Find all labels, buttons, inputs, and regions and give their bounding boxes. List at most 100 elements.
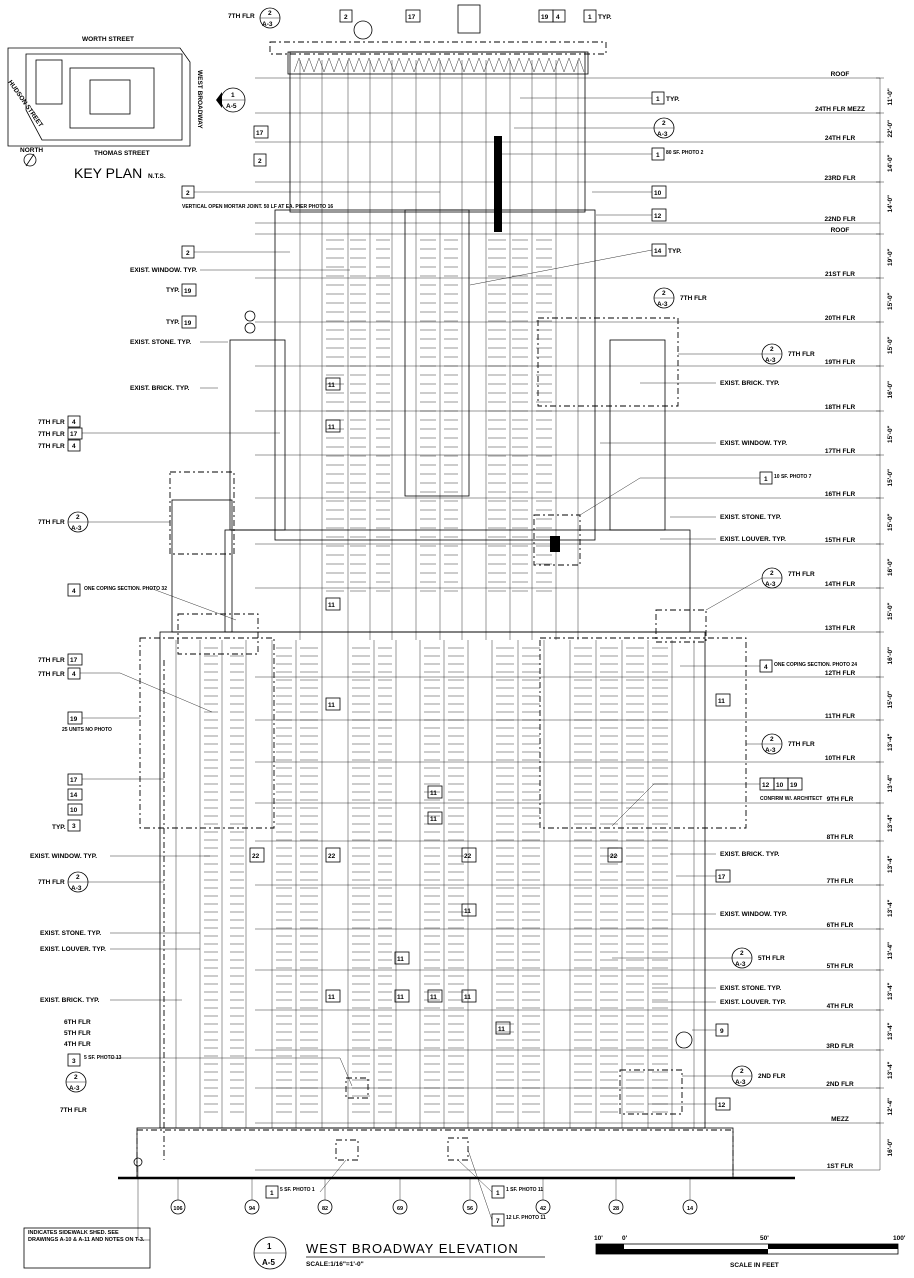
floor-dimension: 16'-0" (887, 647, 894, 665)
svg-text:17: 17 (70, 431, 78, 438)
floor-label: 22ND FLR (824, 216, 855, 223)
svg-text:11: 11 (328, 424, 335, 431)
svg-text:9: 9 (720, 1028, 724, 1035)
floor-label: 16TH FLR (825, 491, 856, 498)
floor-label: 21ST FLR (825, 271, 855, 278)
grid-bubble (170, 1199, 186, 1215)
top-tags: 7TH FLR 2 A-3 2 17 19 4 1 TYP. (228, 4, 612, 40)
top-tag-detail-sheet: A-3 (262, 21, 273, 28)
scale-label-100: 100' (893, 1235, 906, 1242)
svg-text:2: 2 (662, 120, 666, 127)
svg-text:1: 1 (496, 1190, 500, 1197)
floor-dimension: 19'-0" (887, 248, 894, 266)
title-block: 1 A-5 WEST BROADWAY ELEVATION SCALE:1/16… (253, 1236, 545, 1270)
left-6th-flr: 6TH FLR (64, 1019, 91, 1026)
svg-text:1: 1 (270, 1190, 274, 1197)
svg-text:10: 10 (776, 782, 784, 789)
svg-text:17: 17 (718, 874, 726, 881)
floor-label: 7TH FLR (827, 878, 854, 885)
floor-dimension: 13'-4" (887, 855, 894, 873)
svg-text:2: 2 (770, 346, 774, 353)
svg-text:11: 11 (328, 994, 335, 1001)
left-exist-window: EXIST. WINDOW. TYP. (130, 267, 197, 274)
floor-dimension: 13'-4" (887, 814, 894, 832)
grid-bubble-label: 28 (613, 1206, 619, 1212)
svg-text:2: 2 (740, 1068, 744, 1075)
svg-text:11: 11 (464, 908, 471, 915)
left-exist-louver: EXIST. LOUVER. TYP. (40, 946, 106, 953)
floor-dimension: 13'-4" (887, 775, 894, 793)
svg-text:11: 11 (328, 702, 335, 709)
svg-text:12: 12 (718, 1102, 726, 1109)
svg-text:17: 17 (256, 130, 264, 137)
svg-text:2: 2 (740, 950, 744, 957)
left-25-units-note: 25 UNITS NO PHOTO (62, 727, 112, 733)
scale-label-10: 10' (594, 1235, 603, 1242)
title-number: 1 (267, 1242, 272, 1251)
svg-text:2: 2 (74, 1074, 78, 1081)
left-7th-flr-5: 7TH FLR (38, 657, 65, 664)
floor-dimension: 13'-4" (887, 899, 894, 917)
left-annotations: 17 2 2 VERTICAL OPEN MORTAR JOINT. 50 LF… (30, 125, 440, 1114)
svg-text:10: 10 (654, 190, 662, 197)
right-7th-flr-2: 7TH FLR (788, 351, 815, 358)
svg-text:22: 22 (464, 853, 472, 860)
callout-boxes (136, 317, 747, 1179)
bottom-5sf-photo1: 5 SF. PHOTO 1 (280, 1187, 315, 1193)
right-10sf-photo7: 10 SF. PHOTO 7 (774, 474, 812, 480)
grid-bubble-label: 106 (173, 1206, 182, 1212)
svg-text:11: 11 (430, 994, 437, 1001)
left-coping-note: ONE COPING SECTION. PHOTO 32 (84, 586, 167, 592)
svg-text:19: 19 (184, 288, 192, 295)
left-typ-1: TYP. (166, 287, 180, 294)
worth-street-label: WORTH STREET (82, 36, 134, 43)
key-plan-ref-sheet: A-5 (226, 103, 237, 110)
svg-text:19: 19 (70, 716, 78, 723)
floor-label: 3RD FLR (826, 1043, 854, 1050)
svg-text:3: 3 (72, 823, 76, 830)
floor-dimension: 13'-4" (887, 1022, 894, 1040)
left-7th-flr-6: 7TH FLR (38, 671, 65, 678)
scale-caption: SCALE IN FEET (730, 1262, 779, 1269)
left-exist-stone: EXIST. STONE. TYP. (130, 339, 191, 346)
floor-dimension: 14'-0" (887, 195, 894, 213)
right-exist-window-2: EXIST. WINDOW. TYP. (720, 911, 787, 918)
right-annotations: 1 TYP. 2A-3 1 80 SF. PHOTO 2 10 12 14 TY… (469, 91, 857, 1111)
floor-dimension: 15'-0" (887, 691, 894, 709)
left-7th-flr-2: 7TH FLR (38, 431, 65, 438)
floor-dimension: 16'-0" (887, 1139, 894, 1157)
left-7th-flr-1: 7TH FLR (38, 419, 65, 426)
svg-text:22: 22 (610, 853, 618, 860)
key-plan: WORTH STREET THOMAS STREET HUDSON STREET… (6, 36, 246, 181)
grid-bubble-label: 42 (540, 1206, 546, 1212)
sidewalk-note: INDICATES SIDEWALK SHED. SEE DRAWINGS A-… (23, 1227, 151, 1269)
svg-text:7: 7 (496, 1218, 500, 1225)
floor-label: 1ST FLR (827, 1163, 854, 1170)
right-typ-1: TYP. (666, 96, 680, 103)
grid-bubble (244, 1199, 260, 1215)
svg-text:A-3: A-3 (765, 747, 776, 754)
north-label: NORTH (20, 147, 43, 154)
svg-text:1: 1 (656, 96, 660, 103)
top-tag-detail-num: 2 (268, 10, 272, 17)
svg-text:A-3: A-3 (657, 301, 668, 308)
floor-label: 20TH FLR (825, 315, 856, 322)
svg-text:19: 19 (790, 782, 798, 789)
left-7th-flr-3: 7TH FLR (38, 443, 65, 450)
svg-text:A-3: A-3 (69, 1085, 80, 1092)
floor-label: 24TH FLR (825, 135, 856, 142)
key-plan-title: KEY PLAN (74, 165, 142, 181)
scale-label-0: 0' (622, 1235, 628, 1242)
right-exist-brick: EXIST. BRICK. TYP. (720, 380, 780, 387)
left-exist-window-2: EXIST. WINDOW. TYP. (30, 853, 97, 860)
floor-dimension: 16'-0" (887, 558, 894, 576)
vertical-mortar-joint-note: VERTICAL OPEN MORTAR JOINT. 50 LF AT EA.… (182, 204, 333, 210)
floor-label: 14TH FLR (825, 581, 856, 588)
floor-dimension: 15'-0" (887, 513, 894, 531)
svg-text:11: 11 (464, 994, 471, 1001)
svg-text:2: 2 (186, 250, 190, 257)
floor-dimension: 11'-0" (887, 88, 894, 105)
svg-text:10: 10 (70, 807, 78, 814)
